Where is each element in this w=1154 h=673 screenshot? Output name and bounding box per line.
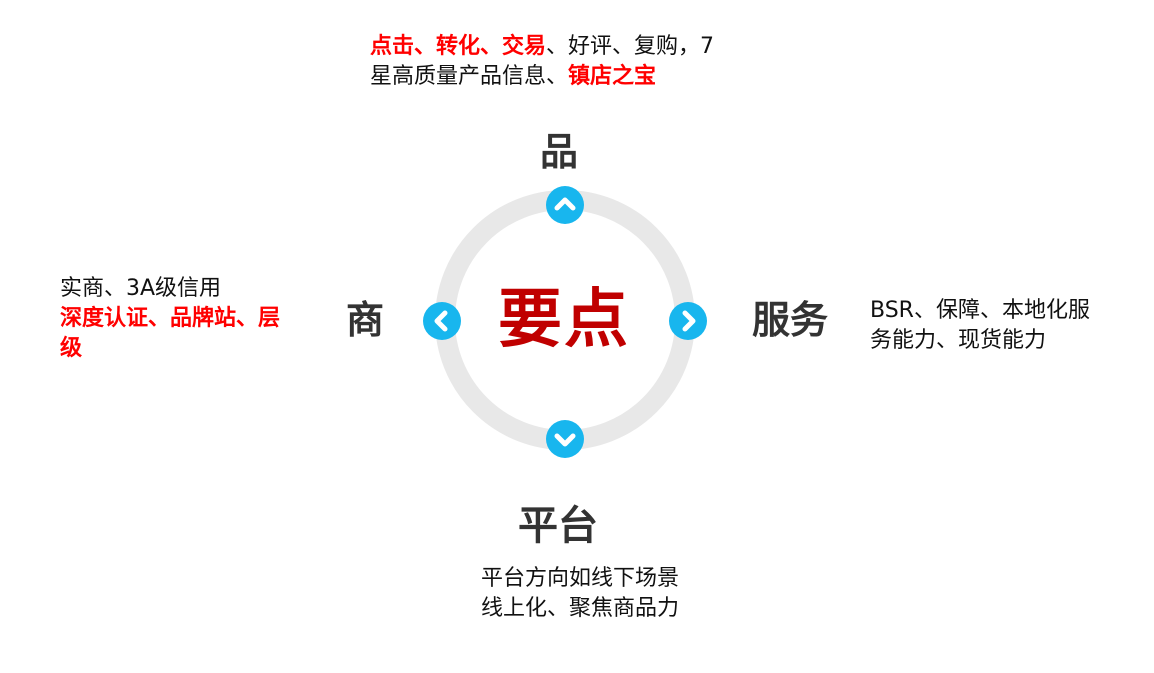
node-desc-service: BSR、保障、本地化服 务能力、现货能力: [870, 296, 1140, 356]
node-label-service: 服务: [752, 298, 829, 342]
arrow-left-icon: [423, 302, 461, 340]
node-label-merchant: 商: [346, 298, 385, 342]
desc-segment: 镇店之宝: [568, 64, 657, 89]
desc-segment: 深度认证、品牌站、层 级: [60, 306, 281, 361]
node-desc-platform: 平台方向如线下场景 线上化、聚焦商品力: [440, 564, 720, 624]
desc-segment: BSR、保障、本地化服 务能力、现货能力: [870, 298, 1090, 353]
desc-segment: 点击、转化、交易: [370, 34, 547, 59]
desc-segment: 、好评、复购，7 星高质量产品信息、: [370, 34, 715, 89]
desc-segment: 实商、3A级信用: [60, 276, 222, 301]
center-title: 要点: [498, 283, 630, 357]
arrow-up-icon: [546, 186, 584, 224]
arrow-down-icon: [546, 420, 584, 458]
node-label-platform: 平台: [518, 503, 598, 549]
node-desc-merchant: 实商、3A级信用 深度认证、品牌站、层 级: [60, 274, 330, 364]
desc-segment: 平台方向如线下场景 线上化、聚焦商品力: [480, 566, 679, 621]
node-label-product: 品: [540, 130, 579, 174]
node-desc-product: 点击、转化、交易、好评、复购，7 星高质量产品信息、镇店之宝: [370, 32, 790, 92]
arrow-right-icon: [669, 302, 707, 340]
